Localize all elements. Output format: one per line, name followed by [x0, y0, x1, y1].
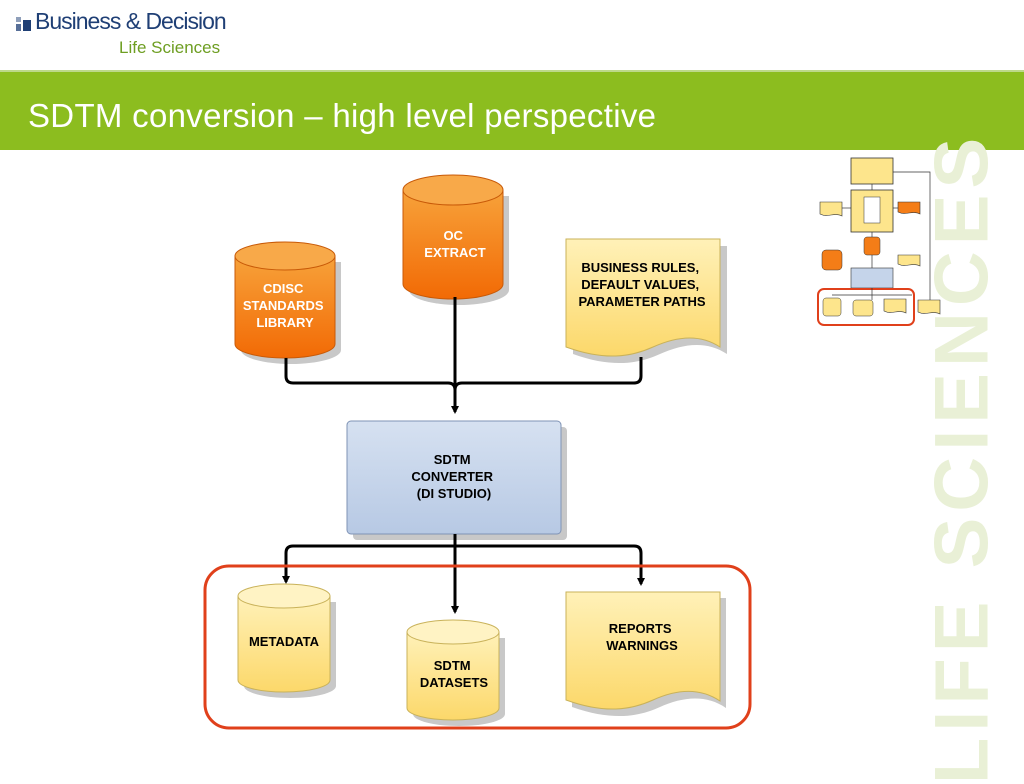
business-rules-node: BUSINESS RULES, DEFAULT VALUES, PARAMETE… — [565, 238, 721, 357]
cdisc-label: CDISC STANDARDS LIBRARY — [243, 281, 327, 330]
business-rules-label: BUSINESS RULES, DEFAULT VALUES, PARAMETE… — [578, 260, 705, 309]
logo-brand-text: Business & Decision — [35, 8, 227, 34]
input-connectors — [284, 297, 643, 414]
sdtm-converter-node: SDTM CONVERTER (DI STUDIO) — [346, 420, 562, 535]
output-connectors — [282, 534, 645, 614]
process-flow-diagram: CDISC STANDARDS LIBRARY OC EXTRACT BUSIN… — [203, 157, 941, 730]
reports-warnings-node: REPORTS WARNINGS — [565, 591, 721, 710]
metadata-node: METADATA — [237, 583, 331, 693]
thumbnail-diagram — [817, 157, 941, 326]
oc-extract-node: OC EXTRACT — [402, 174, 504, 300]
metadata-label: METADATA — [249, 634, 320, 649]
company-logo: Business & Decision Life Sciences — [16, 8, 246, 64]
sdtm-converter-label: SDTM CONVERTER (DI STUDIO) — [411, 452, 496, 501]
logo-division-text: Life Sciences — [119, 38, 221, 57]
oc-extract-label: OC EXTRACT — [424, 228, 485, 260]
cdisc-library-node: CDISC STANDARDS LIBRARY — [234, 241, 336, 359]
outputs-highlight-frame — [203, 564, 752, 730]
sdtm-datasets-node: SDTM DATASETS — [406, 619, 500, 721]
logo-mark-icon — [16, 15, 34, 33]
reports-warnings-label: REPORTS WARNINGS — [606, 621, 678, 653]
title-band: SDTM conversion – high level perspective — [0, 70, 1024, 150]
sdtm-datasets-label: SDTM DATASETS — [420, 658, 488, 690]
page-title: SDTM conversion – high level perspective — [28, 97, 657, 134]
